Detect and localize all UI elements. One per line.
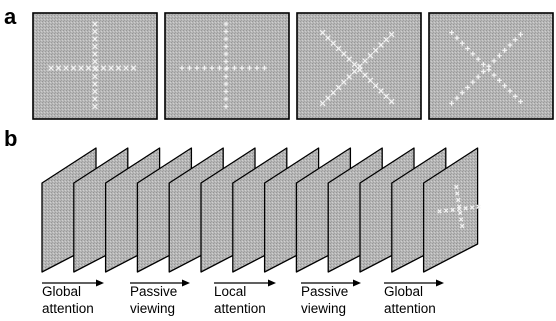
condition-4: Passive viewing (301, 284, 348, 316)
condition-2: Passive viewing (130, 284, 177, 316)
panel-b-frame-stack (41, 147, 481, 273)
condition-3-line1: Local (214, 284, 246, 299)
panel-a-label: a (4, 4, 17, 29)
front-frame-stimulus (437, 184, 481, 229)
condition-1-line2: attention (42, 301, 94, 316)
arrow-3 (214, 279, 276, 287)
condition-2-line1: Passive (130, 284, 177, 299)
stimulus-global-x-local-plus (428, 12, 554, 120)
condition-5: Global attention (384, 284, 436, 316)
condition-5-line1: Global (384, 284, 423, 299)
arrow-2 (130, 279, 190, 287)
stimulus-global-plus-local-cross (32, 12, 158, 120)
panel-a-stimuli (32, 12, 554, 120)
condition-3-line2: attention (214, 301, 266, 316)
condition-1: Global attention (42, 284, 94, 316)
condition-1-line1: Global (42, 284, 81, 299)
condition-2-line2: viewing (130, 301, 175, 316)
arrow-5 (384, 279, 444, 287)
arrow-1 (42, 279, 104, 287)
condition-3: Local attention (214, 284, 266, 316)
panel-b-label: b (4, 126, 17, 151)
condition-4-line2: viewing (301, 301, 346, 316)
panel-b-conditions: Global attention Passive viewing Local a… (42, 284, 436, 316)
stimulus-global-plus-local-plus (164, 12, 290, 120)
stimulus-global-x-local-cross (296, 12, 422, 120)
arrow-4 (301, 279, 361, 287)
condition-4-line1: Passive (301, 284, 348, 299)
condition-5-line2: attention (384, 301, 436, 316)
frame-13 (422, 147, 481, 273)
panel-b-arrows (42, 279, 444, 287)
